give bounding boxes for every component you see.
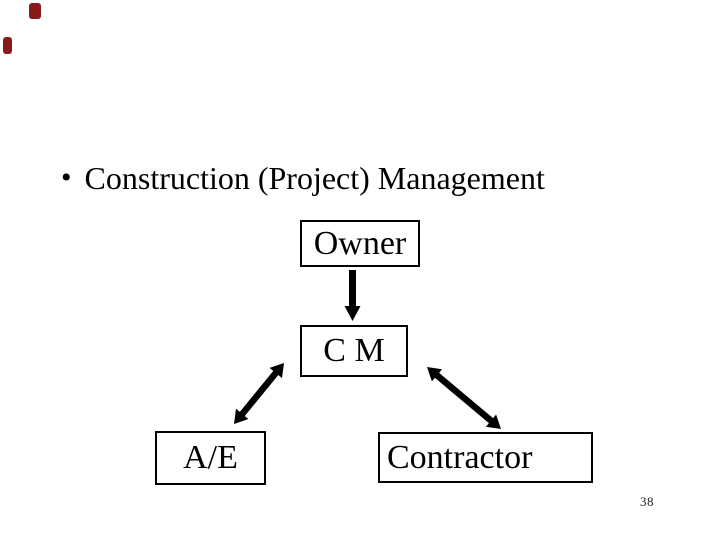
slide-title: Construction (Project) Management — [84, 160, 545, 196]
arrow-owner-to-cm-icon — [344, 270, 361, 321]
diagram-node-contractor: Contractor — [378, 432, 593, 483]
slide-title-line: • Construction (Project) Management — [61, 160, 545, 198]
arrow-cm-contractor-bidirectional-icon — [427, 367, 501, 429]
arrow-cm-ae-bidirectional-icon — [234, 363, 284, 424]
node-label-ae: A/E — [183, 439, 238, 476]
template-accent-mark-top — [29, 3, 41, 19]
page-number: 38 — [640, 494, 654, 509]
node-label-contractor: Contractor — [387, 438, 533, 476]
diagram-node-cm: C M — [300, 325, 408, 377]
node-label-owner: Owner — [313, 224, 407, 262]
template-accent-mark-left — [3, 37, 12, 54]
diagram-node-owner: Owner — [300, 220, 420, 267]
bullet-icon: • — [61, 161, 72, 194]
node-label-cm: C M — [323, 332, 385, 369]
diagram-node-ae: A/E — [155, 431, 266, 485]
